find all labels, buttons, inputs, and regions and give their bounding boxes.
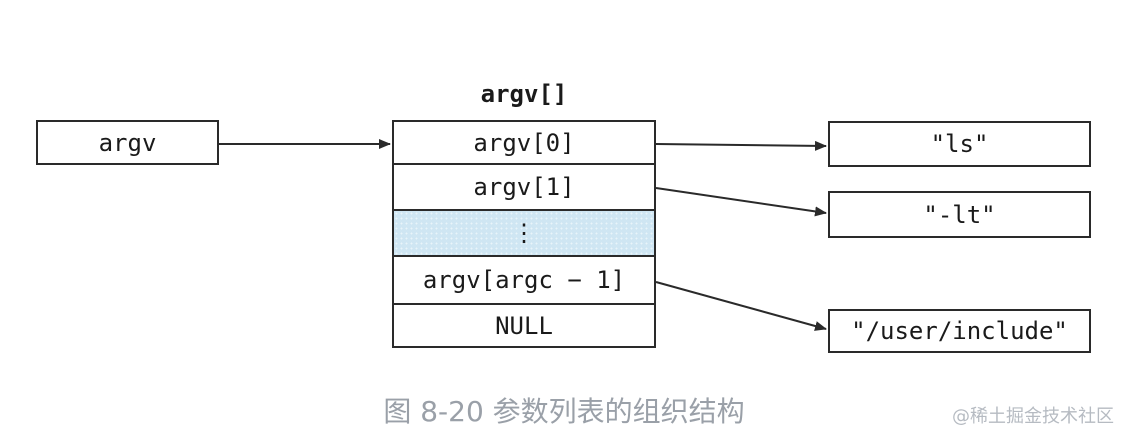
- array-cell-label: argv[argc − 1]: [422, 266, 626, 294]
- argv-pointer-box: argv: [36, 120, 219, 165]
- figure-caption: 图 8-20 参数列表的组织结构: [383, 395, 745, 428]
- arrow-argv0-to-ls: [655, 140, 827, 151]
- array-cell-last: argv[argc − 1]: [392, 257, 656, 305]
- array-cell-label: argv[1]: [473, 173, 575, 201]
- arrow-argv1-to-lt: [655, 187, 827, 217]
- string-label: "ls": [930, 130, 989, 158]
- array-cell-ellipsis: ⋮: [392, 211, 656, 257]
- watermark: @稀土掘金技术社区: [952, 406, 1114, 427]
- string-label: "/user/include": [851, 317, 1068, 345]
- array-cell-label: NULL: [495, 311, 553, 340]
- argv-pointer-label: argv: [98, 128, 157, 157]
- string-box-lt: "-lt": [828, 191, 1091, 238]
- string-box-ls: "ls": [828, 121, 1091, 167]
- ellipsis-label: ⋮: [512, 219, 536, 247]
- array-cell-0: argv[0]: [392, 120, 656, 165]
- array-cell-1: argv[1]: [392, 165, 656, 211]
- string-label: "-lt": [923, 200, 996, 229]
- arrow-argvlast-to-include: [655, 281, 827, 331]
- array-cell-label: argv[0]: [473, 128, 575, 157]
- array-title: argv[]: [480, 80, 568, 108]
- string-box-include: "/user/include": [828, 309, 1091, 353]
- array-cell-null: NULL: [392, 305, 656, 348]
